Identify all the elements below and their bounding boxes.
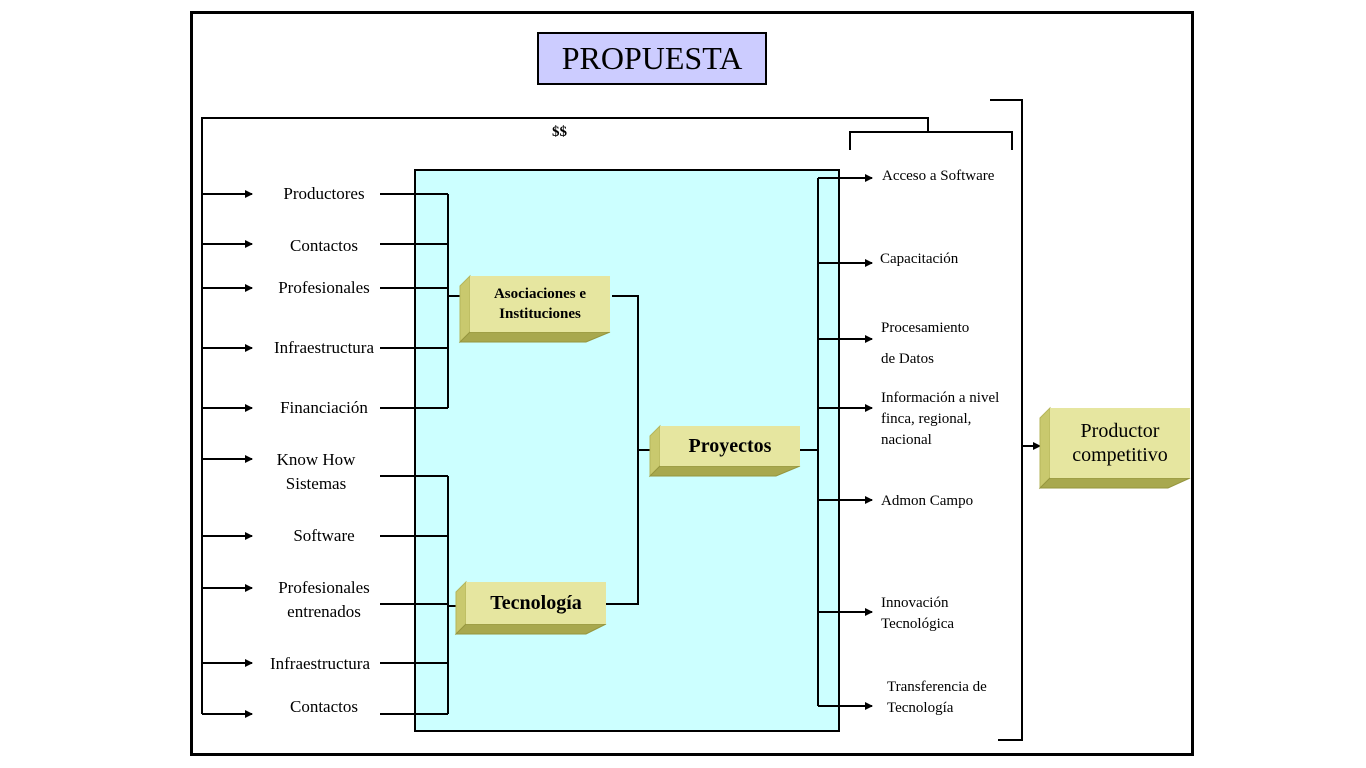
block-productor-competitivo-label: Productor competitivo [1050, 408, 1190, 478]
input-profesionales: Profesionales [278, 278, 370, 297]
page-title: PROPUESTA [537, 32, 767, 85]
output-admon-campo: Admon Campo [881, 493, 974, 509]
input-financiacion: Financiación [280, 398, 368, 417]
input-infraestructura-2: Infraestructura [269, 654, 371, 673]
block-asociaciones: Asociaciones e Instituciones [458, 274, 611, 344]
output-informacion-nivel: Información a nivel finca, regional, nac… [881, 390, 1000, 448]
input-infraestructura: Infraestructura [273, 338, 375, 357]
input-know-how-sistemas: Know How Sistemas [276, 450, 356, 493]
output-transferencia-tecnologia: Transferencia de Tecnología [887, 679, 987, 716]
input-contactos-2: Contactos [290, 697, 358, 716]
block-productor-competitivo: Productor competitivo [1038, 406, 1191, 490]
diagram-frame [190, 11, 1194, 756]
output-procesamiento-datos: Procesamiento de Datos [881, 320, 970, 367]
output-capacitacion: Capacitación [880, 251, 959, 267]
input-software: Software [293, 526, 355, 545]
output-acceso-software: Acceso a Software [882, 168, 995, 184]
block-tecnologia: Tecnología [454, 580, 607, 636]
block-proyectos-label: Proyectos [660, 426, 800, 466]
input-productores: Productores [283, 184, 365, 203]
block-asociaciones-label: Asociaciones e Instituciones [470, 276, 610, 332]
output-innovacion-tecnologica: Innovación Tecnológica [881, 595, 955, 632]
input-profesionales-entrenados: Profesionales entrenados [278, 578, 370, 621]
block-proyectos: Proyectos [648, 424, 801, 478]
input-contactos: Contactos [290, 236, 358, 255]
money-label: $$ [552, 124, 567, 140]
block-tecnologia-label: Tecnología [466, 582, 606, 624]
